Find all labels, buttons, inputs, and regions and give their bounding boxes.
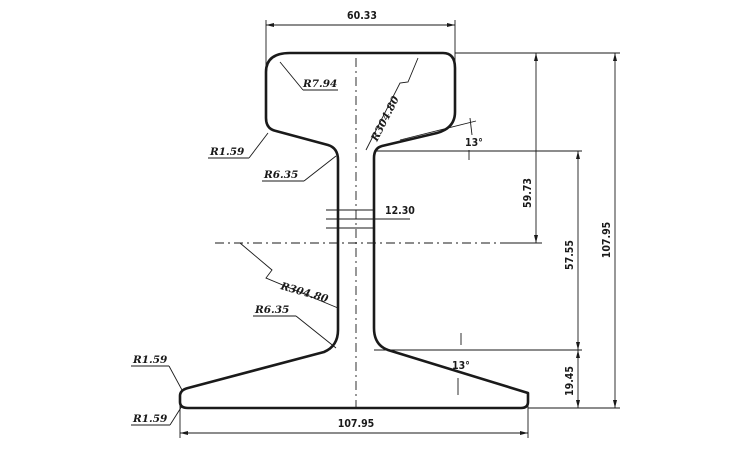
arrow [576, 342, 580, 350]
head-width-label: 60.33 [347, 10, 377, 22]
arrow [576, 151, 580, 159]
r-base-top-leader [168, 365, 183, 391]
base-width-label: 107.95 [338, 418, 374, 430]
r-head-top-label: R304.80 [369, 94, 403, 145]
r-web-label: R304.80 [278, 280, 330, 305]
r-head-corner-leader [279, 61, 304, 91]
r-base-bottom-leader [169, 405, 183, 426]
r-head-under-leader [248, 132, 269, 159]
r-head-top-leader [365, 57, 419, 151]
arrow [613, 400, 617, 408]
arrow [534, 235, 538, 243]
arrow [180, 431, 188, 435]
rail-profile-outline [178, 51, 530, 410]
arrow [576, 400, 580, 408]
head-to-neutral-label: 59.73 [522, 178, 534, 208]
r-base-bottom-label: R1.59 [132, 413, 168, 425]
r-head-corner-label: R7.94 [302, 78, 337, 90]
arrow [520, 431, 528, 435]
r-base-top-label: R1.59 [132, 354, 168, 366]
r-fillet-bottom-label: R6.35 [254, 304, 289, 316]
angle-top-tick [469, 117, 473, 136]
r-head-under-label: R1.59 [209, 146, 245, 158]
arrow [613, 53, 617, 61]
angle-bottom-label: 13° [452, 360, 470, 372]
arrow [534, 53, 538, 61]
web-thickness-label: 12.30 [385, 205, 415, 217]
r-fillet-top-label: R6.35 [263, 169, 298, 181]
base-height-label: 19.45 [564, 366, 576, 396]
arrow [266, 23, 274, 27]
total-height-label: 107.95 [601, 222, 613, 258]
arrow [576, 350, 580, 358]
r-fillet-bottom-leader [295, 315, 337, 349]
r-fillet-top-leader [303, 155, 337, 182]
r-web-leader [239, 242, 339, 309]
angle-top-ref-line [399, 120, 477, 141]
angle-top-label: 13° [465, 137, 483, 149]
arrow [447, 23, 455, 27]
web-height-label: 57.55 [564, 240, 576, 270]
